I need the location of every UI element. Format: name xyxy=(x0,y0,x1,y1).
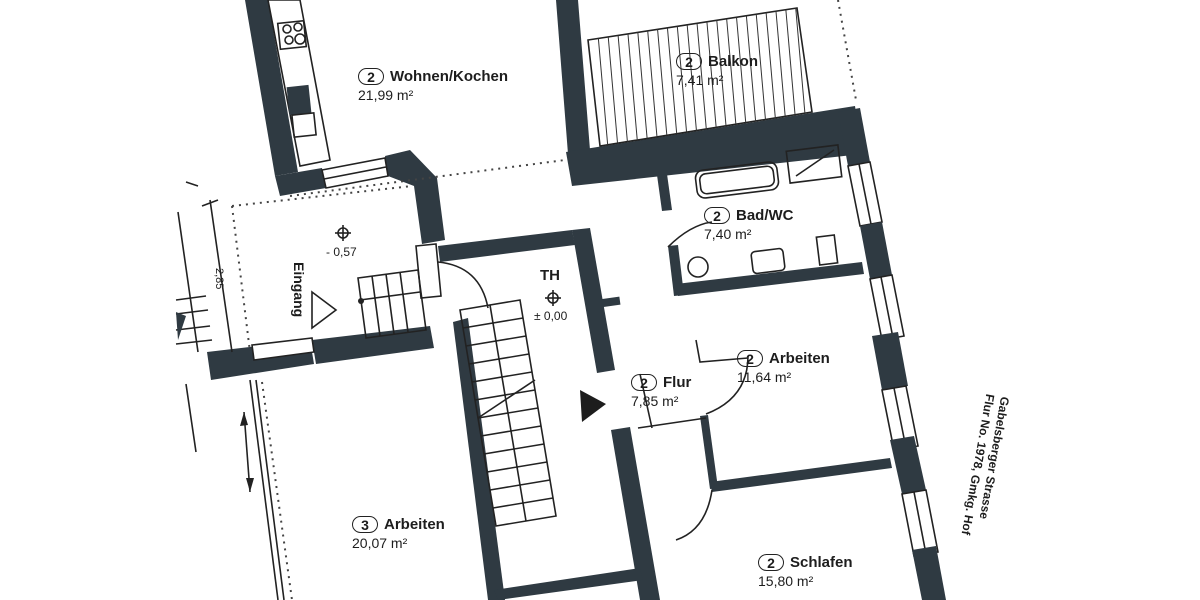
wall-living-east xyxy=(556,0,590,154)
room-area: 20,07 m² xyxy=(352,535,408,551)
sink-icon xyxy=(286,84,312,116)
room-label-flur: 2 Flur 7,85 m² xyxy=(631,374,691,408)
wall-bath-west-lower xyxy=(668,245,684,296)
wall-facade-east-4 xyxy=(890,436,926,494)
room-label-arbeiten-small: 2 Arbeiten 11,64 m² xyxy=(737,350,830,384)
room-label-schlafen: 2 Schlafen 15,80 m² xyxy=(758,554,853,588)
wall-kitchen-south xyxy=(275,168,326,196)
wall-stair-east xyxy=(572,228,615,373)
wall-bath-south xyxy=(676,262,864,296)
room-name: Arbeiten xyxy=(384,516,445,533)
toilet-icon xyxy=(687,256,709,278)
dimension-label: 2,85 xyxy=(213,268,225,290)
wall-kitchen-corner xyxy=(385,150,445,244)
room-name: Flur xyxy=(663,374,692,391)
stairwell-label: TH xyxy=(540,267,560,284)
room-area: 7,41 m² xyxy=(676,72,724,88)
bathtub-icon xyxy=(694,161,780,199)
room-number-badge: 3 xyxy=(352,516,378,533)
room-name: Wohnen/Kochen xyxy=(390,68,509,85)
wall-balcony-south xyxy=(566,106,862,186)
room-number-badge: 2 xyxy=(631,374,657,391)
stove-icon xyxy=(276,19,308,51)
room-number-badge: 2 xyxy=(676,53,702,70)
wall-stair-north xyxy=(438,230,575,262)
room-area: 21,99 m² xyxy=(358,87,414,103)
room-number-badge: 2 xyxy=(704,207,730,224)
shower-icon xyxy=(785,144,843,184)
wall-bath-west xyxy=(657,174,672,211)
room-label-bad-wc: 2 Bad/WC 7,40 m² xyxy=(704,207,794,241)
room-name: Schlafen xyxy=(790,554,853,571)
entry-stair xyxy=(357,269,427,339)
room-area: 7,85 m² xyxy=(631,393,679,409)
room-area: 7,40 m² xyxy=(704,226,752,242)
wall-entrance-south-2 xyxy=(312,326,434,364)
entrance-elevation: - 0,57 xyxy=(326,245,357,259)
room-area: 15,80 m² xyxy=(758,573,814,589)
room-label-balkon: 2 Balkon 7,41 m² xyxy=(676,53,758,87)
room-name: Arbeiten xyxy=(769,350,830,367)
wall-office-south xyxy=(710,458,892,492)
washbasin-icon xyxy=(750,247,786,275)
wall-flur-west xyxy=(611,427,660,600)
wall-stair-south xyxy=(494,568,643,600)
room-number-badge: 2 xyxy=(758,554,784,571)
room-label-wohnen-kochen: 2 Wohnen/Kochen 21,99 m² xyxy=(358,68,508,102)
room-label-arbeiten-large: 3 Arbeiten 20,07 m² xyxy=(352,516,445,550)
stairwell-elevation: ± 0,00 xyxy=(534,309,568,323)
wall-facade-east-2 xyxy=(860,222,892,279)
wall-facade-east-5 xyxy=(912,546,946,600)
entrance-label: Eingang xyxy=(291,262,307,318)
room-number-badge: 2 xyxy=(737,350,763,367)
elevation-marker-icon xyxy=(335,225,561,306)
room-number-badge: 2 xyxy=(358,68,384,85)
wall-kitchen-west xyxy=(245,0,298,176)
wall-office-west xyxy=(700,415,718,489)
stair-direction-arrow-icon xyxy=(580,390,606,422)
room-name: Balkon xyxy=(708,53,759,70)
wall-facade-east-1 xyxy=(838,108,870,166)
room-area: 11,64 m² xyxy=(737,369,792,385)
staircase xyxy=(459,299,557,527)
wall-facade-east-3 xyxy=(872,332,908,390)
wall-stair-west xyxy=(453,318,505,600)
room-name: Bad/WC xyxy=(736,207,794,224)
entrance-triangle-icon xyxy=(311,290,338,330)
